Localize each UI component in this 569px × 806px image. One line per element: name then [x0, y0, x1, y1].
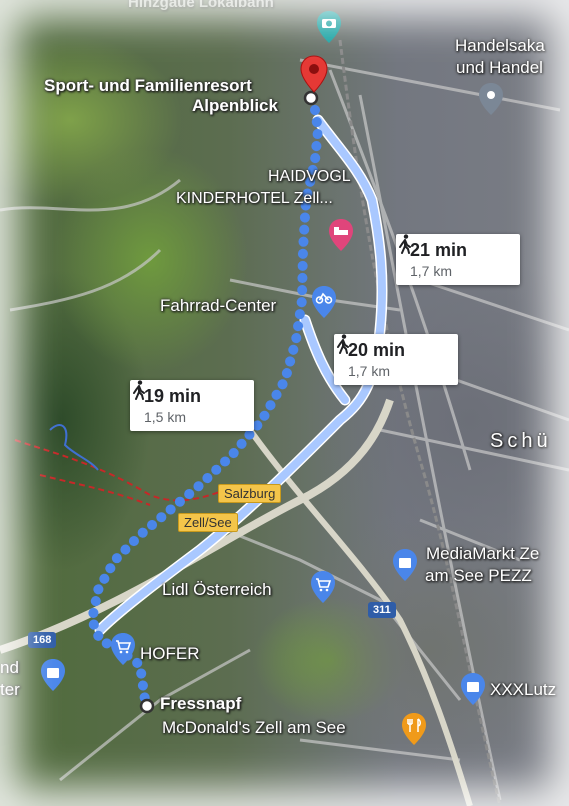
alt-route-21min[interactable] [96, 116, 386, 634]
route-destination-marker[interactable] [303, 90, 319, 106]
route-bubble-21min[interactable]: 21 min 1,7 km [396, 234, 520, 285]
xxxlutz-label[interactable]: XXXLutz [490, 680, 557, 699]
route-shield-168: 168 [28, 632, 57, 648]
route-distance-19: 1,5 km [144, 409, 187, 425]
resort-label-line1[interactable]: Sport- und Familienresort [44, 76, 252, 95]
camera-icon[interactable] [316, 10, 342, 44]
route-shield-311: 311 [368, 602, 396, 618]
left-cut-label-line2: ter [0, 680, 20, 699]
shopping-bag-icon[interactable] [460, 672, 486, 706]
top-cut-label: Hinzgaue Lokalbahn [128, 0, 274, 11]
restaurant-icon[interactable] [401, 712, 427, 746]
fahrrad-center-label[interactable]: Fahrrad-Center [160, 296, 277, 315]
boundary-line [14, 439, 231, 502]
highway-road-south [247, 428, 473, 806]
shopping-bag-icon[interactable] [392, 548, 418, 582]
area-label-schuett: Schü [490, 430, 552, 452]
route-time-20: 20 min [348, 340, 406, 360]
highway-road [0, 398, 394, 654]
walking-person-icon [133, 380, 145, 400]
place-pin-icon[interactable] [478, 82, 504, 116]
mediamarkt-label-line1[interactable]: MediaMarkt Ze [426, 544, 540, 563]
handel-label-line2[interactable]: und Handel [456, 58, 543, 77]
left-cut-label-line1: nd [0, 658, 19, 677]
road-tag-salzburg: Salzburg [218, 484, 282, 503]
shopping-cart-icon[interactable] [310, 570, 336, 604]
route-bubble-19min[interactable]: 19 min 1,5 km [130, 380, 254, 431]
route-origin-marker[interactable] [139, 698, 155, 714]
bubble-pointer [200, 380, 220, 390]
bicycle-icon[interactable] [311, 285, 337, 319]
route-bubble-20min[interactable]: 20 min 1,7 km [334, 334, 458, 385]
haidvogl-label-line1[interactable]: HAIDVOGL [268, 168, 351, 185]
route-time-19: 19 min [144, 386, 202, 406]
road-tag-zell-see: Zell/See [178, 513, 238, 532]
shopping-cart-icon[interactable] [110, 632, 136, 666]
route-time-21: 21 min [410, 240, 468, 260]
stream-line [49, 424, 99, 471]
lidl-label[interactable]: Lidl Österreich [162, 580, 272, 599]
route-distance-20: 1,7 km [348, 363, 391, 379]
walking-route-19min[interactable] [87, 105, 323, 705]
boundary-line-2 [39, 474, 151, 506]
fressnapf-label[interactable]: Fressnapf [160, 694, 242, 713]
mediamarkt-label-line2[interactable]: am See PEZZ [425, 566, 532, 585]
hotel-bed-icon[interactable] [328, 218, 354, 252]
alt-route-20min[interactable] [301, 316, 349, 404]
walking-person-icon [337, 334, 349, 354]
walking-person-icon [399, 234, 411, 254]
resort-label-line2[interactable]: Alpenblick [192, 96, 278, 115]
route-distance-21: 1,7 km [410, 263, 453, 279]
handel-label-line1[interactable]: Handelsaka [455, 36, 545, 55]
haidvogl-label-line2[interactable]: KINDERHOTEL Zell... [176, 190, 333, 207]
hofer-label[interactable]: HOFER [140, 644, 200, 663]
map-pin-icon[interactable] [300, 55, 328, 93]
shopping-bag-icon[interactable] [40, 658, 66, 692]
mcdonalds-label[interactable]: McDonald's Zell am See [162, 718, 346, 737]
